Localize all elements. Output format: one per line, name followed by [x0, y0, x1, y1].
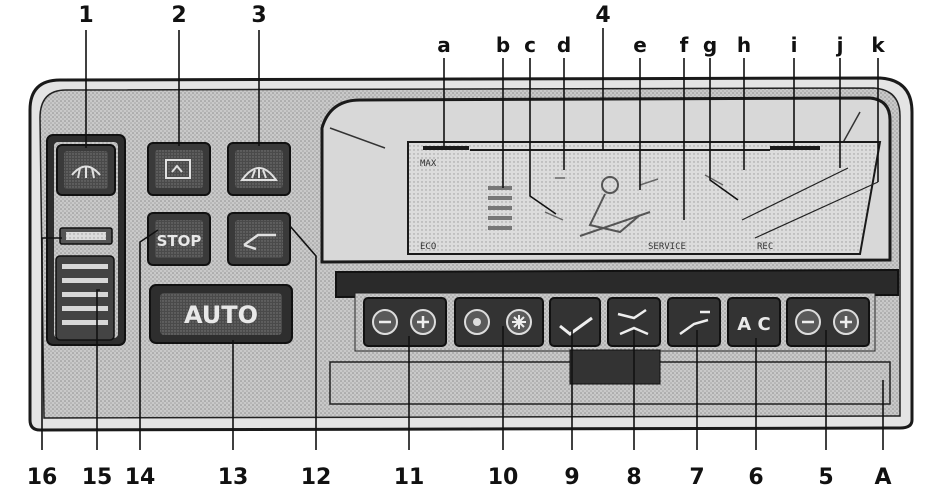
left-temperature-buttons[interactable]	[363, 297, 447, 347]
right-temperature-buttons[interactable]	[786, 297, 870, 347]
fan-high-icon	[512, 315, 526, 329]
windshield-defrost-icon	[240, 167, 278, 181]
leader-lines	[41, 28, 884, 450]
recirculation-button[interactable]	[147, 142, 211, 196]
callout-a: a	[437, 33, 451, 57]
slider-bars-icon	[62, 264, 108, 325]
floor-vent-button[interactable]	[667, 297, 721, 347]
fan-low-icon	[473, 318, 481, 326]
auto-label: AUTO	[184, 301, 258, 329]
callout-j: j	[836, 33, 844, 57]
callout-2: 2	[171, 3, 186, 28]
callout-9: 9	[564, 465, 579, 490]
recirculation-icon	[165, 159, 191, 179]
callout-5: 5	[818, 465, 833, 490]
fresh-air-icon	[243, 233, 276, 251]
callout-d: d	[557, 33, 571, 57]
display-rec: REC	[757, 242, 773, 252]
plus-icon	[417, 316, 429, 328]
lcd-display: MAX ECO SERVICE REC	[407, 141, 882, 255]
fresh-air-button[interactable]	[227, 212, 291, 266]
callout-b: b	[496, 33, 510, 57]
callout-7: 7	[689, 465, 704, 490]
callout-13: 13	[218, 465, 249, 490]
windshield-defrost-button[interactable]	[227, 142, 291, 196]
rear-defrost-icon	[71, 165, 101, 179]
fan-speed-buttons[interactable]	[454, 297, 544, 347]
display-eco: ECO	[420, 242, 436, 252]
callout-14: 14	[125, 465, 156, 490]
display-max: MAX	[420, 159, 437, 169]
ac-label: A C	[737, 314, 770, 335]
indicator-16	[59, 227, 113, 245]
callout-1: 1	[78, 3, 93, 28]
bilevel-vent-icon	[617, 308, 649, 336]
top-number-callouts: 1 2 3 4	[78, 3, 610, 28]
face-vent-button[interactable]	[549, 297, 601, 347]
callout-10: 10	[488, 465, 519, 490]
callout-f: f	[680, 33, 689, 57]
callout-h: h	[737, 33, 751, 57]
bilevel-vent-button[interactable]	[607, 297, 661, 347]
passenger-silhouette-icon	[579, 176, 651, 237]
callout-16: 16	[27, 465, 58, 490]
stop-button[interactable]: STOP	[147, 212, 211, 266]
rear-defrost-button[interactable]	[56, 144, 116, 196]
callout-A: A	[874, 465, 891, 490]
callout-6: 6	[748, 465, 763, 490]
callout-e: e	[633, 33, 647, 57]
auto-button[interactable]: AUTO	[149, 284, 293, 344]
face-vent-icon	[559, 316, 593, 336]
ac-button[interactable]: A C	[727, 297, 781, 347]
bottom-callouts: 16 15 14 13 12 11 10 9 8 7 6 5 A	[27, 465, 892, 490]
callout-c: c	[524, 33, 536, 57]
slider-15[interactable]	[55, 255, 115, 341]
floor-vent-icon	[679, 310, 710, 336]
callout-g: g	[703, 33, 717, 57]
airflow-arrows-icon	[544, 174, 724, 221]
callout-4: 4	[595, 3, 610, 28]
callout-11: 11	[394, 465, 425, 490]
stop-label: STOP	[157, 232, 202, 250]
plus-icon-right	[840, 316, 852, 328]
callout-k: k	[871, 33, 885, 57]
callout-3: 3	[251, 3, 266, 28]
top-letter-callouts: a b c d e f g h i j k	[437, 33, 885, 57]
callout-15: 15	[82, 465, 113, 490]
callout-12: 12	[301, 465, 332, 490]
callout-8: 8	[626, 465, 641, 490]
display-service: SERVICE	[648, 242, 686, 252]
callout-i: i	[791, 33, 798, 57]
fan-level-segments	[488, 186, 512, 230]
